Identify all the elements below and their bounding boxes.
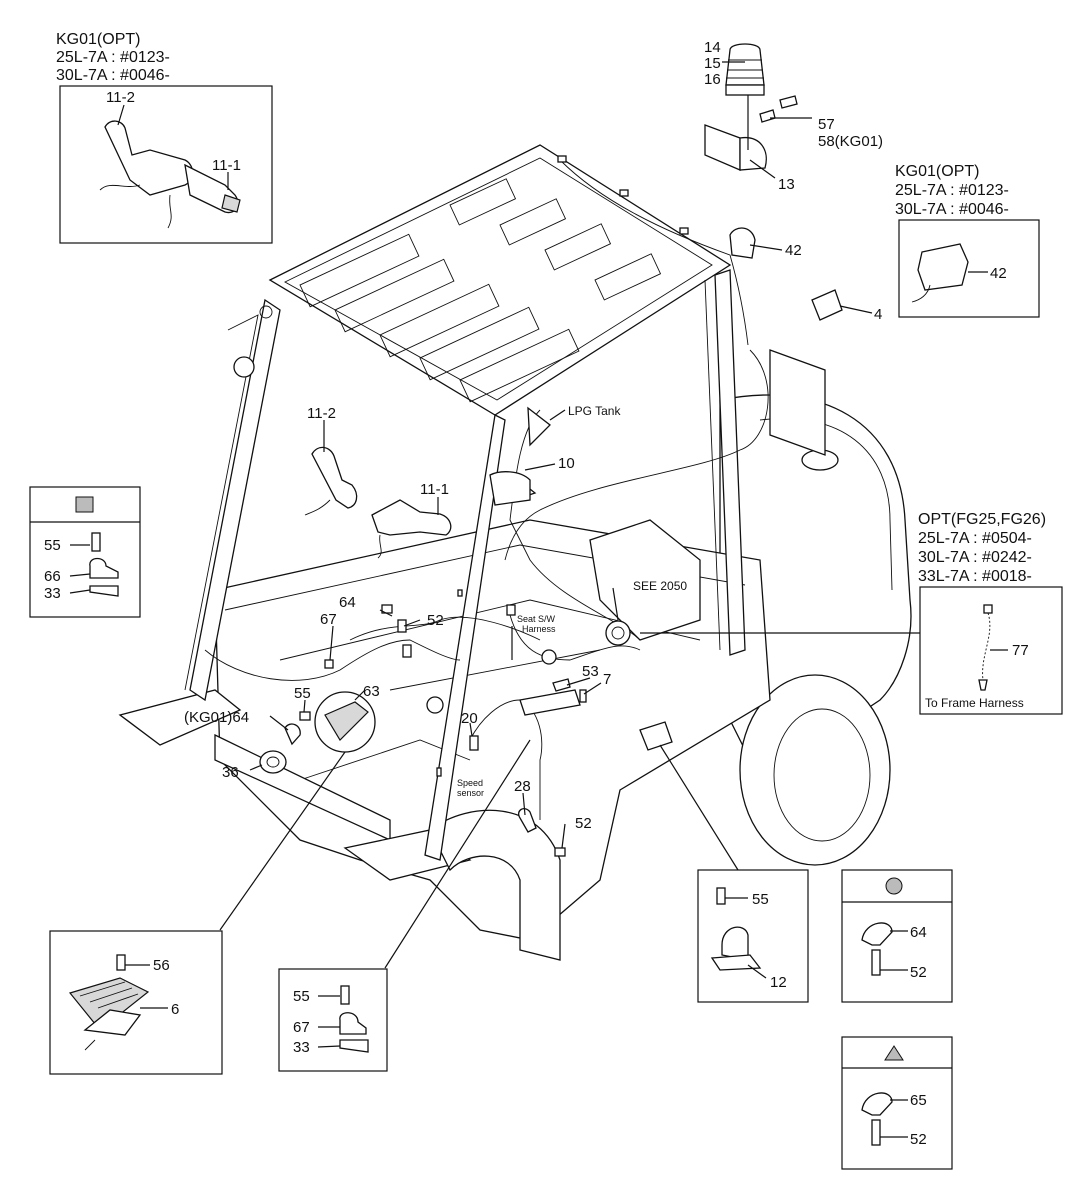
- inset-opt-fg: OPT(FG25,FG26) 25L-7A : #0504- 30L-7A : …: [918, 511, 1063, 715]
- see-2050-label: SEE 2050: [633, 579, 687, 593]
- callout-13: 13: [778, 176, 795, 193]
- inset-bracket-callout-12: 12: [770, 974, 787, 991]
- inset-fg-note: To Frame Harness: [925, 696, 1024, 710]
- inset-pedal-callout-56: 56: [153, 957, 170, 974]
- inset-tl-header-2: 25L-7A : #0123-: [56, 49, 170, 66]
- callout-4: 4: [874, 306, 882, 323]
- callout-14: 14: [704, 39, 721, 56]
- callout-11-2-main: 11-2: [307, 405, 336, 422]
- callout-42: 42: [785, 242, 802, 259]
- callout-64-main: 64: [339, 594, 356, 611]
- callout-55-main: 55: [294, 685, 311, 702]
- callout-67-main: 67: [320, 611, 337, 628]
- inset-circle-callout-52: 52: [910, 964, 927, 981]
- callout-52-lower: 52: [575, 815, 592, 832]
- callout-20: 20: [461, 710, 478, 727]
- callout-63: 63: [363, 683, 380, 700]
- callout-kg01-64: (KG01)64: [184, 709, 249, 726]
- inset-triangle-callout-65: 65: [910, 1092, 927, 1109]
- inset-ls-callout-66: 66: [44, 568, 61, 585]
- callout-10: 10: [558, 455, 575, 472]
- inset-right-triangle: 65 52: [841, 1036, 953, 1170]
- forklift-drawing: [118, 43, 912, 961]
- inset-tr-header-1: KG01(OPT): [895, 163, 979, 180]
- callout-7: 7: [603, 671, 611, 688]
- inset-ls-callout-55: 55: [44, 537, 61, 554]
- inset-tl-header-1: KG01(OPT): [56, 31, 140, 48]
- callout-53: 53: [582, 663, 599, 680]
- inset-triangle-callout-52: 52: [910, 1131, 927, 1148]
- inset-top-left: KG01(OPT) 25L-7A : #0123- 30L-7A : #0046…: [56, 31, 273, 244]
- inset-tr-header-2: 25L-7A : #0123-: [895, 182, 1009, 199]
- callout-28: 28: [514, 778, 531, 795]
- inset-tl-callout-11-1: 11-1: [212, 157, 241, 174]
- square-symbol: [75, 496, 94, 513]
- inset-fg-header-1: OPT(FG25,FG26): [918, 511, 1046, 528]
- harness-label: Harness: [522, 624, 556, 634]
- inset-pedal-box: [49, 930, 223, 1075]
- inset-ls-callout-33: 33: [44, 585, 61, 602]
- inset-pedal-callout-6: 6: [171, 1001, 179, 1018]
- inset-bottom-clamp: 55 67 33: [278, 968, 388, 1072]
- inset-clamp-callout-67: 67: [293, 1019, 310, 1036]
- inset-clamp-callout-33: 33: [293, 1039, 310, 1056]
- lpg-tank-label: LPG Tank: [568, 404, 621, 418]
- inset-tr-header-3: 30L-7A : #0046-: [895, 201, 1009, 218]
- inset-bottom-pedal: 56 6: [49, 930, 223, 1075]
- callout-58: 58(KG01): [818, 133, 883, 150]
- callout-11-1-main: 11-1: [420, 481, 449, 498]
- main-labels: 14 15 16 57 58(KG01) 13 42 4 LPG Tank 10…: [184, 39, 883, 832]
- inset-bracket-callout-55: 55: [752, 891, 769, 908]
- inset-clamp-box: [278, 968, 388, 1072]
- inset-tl-header-3: 30L-7A : #0046-: [56, 67, 170, 84]
- inset-clamp-callout-55: 55: [293, 988, 310, 1005]
- speed-label: Speed: [457, 778, 483, 788]
- inset-bottom-bracket: 55 12: [697, 869, 809, 1003]
- callout-15: 15: [704, 55, 721, 72]
- triangle-symbol: [884, 1045, 904, 1061]
- inset-tl-callout-11-2: 11-2: [106, 89, 135, 106]
- callout-16: 16: [704, 71, 721, 88]
- callout-52-main: 52: [427, 612, 444, 629]
- inset-bracket-box: [697, 869, 809, 1003]
- inset-fg-header-3: 30L-7A : #0242-: [918, 549, 1032, 566]
- seat-sw-label: Seat S/W: [517, 614, 556, 624]
- inset-fg-header-2: 25L-7A : #0504-: [918, 530, 1032, 547]
- leader-lines: [219, 61, 920, 969]
- inset-left-square: 55 66 33: [29, 486, 141, 618]
- inset-tr-callout-42: 42: [990, 265, 1007, 282]
- callout-57: 57: [818, 116, 835, 133]
- callout-36: 36: [222, 764, 239, 781]
- inset-fg-callout-77: 77: [1012, 642, 1029, 659]
- inset-right-circle: 64 52: [841, 869, 953, 1003]
- sensor-label: sensor: [457, 788, 484, 798]
- circle-symbol: [885, 877, 903, 895]
- inset-fg-header-4: 33L-7A : #0018-: [918, 568, 1032, 585]
- inset-top-right: KG01(OPT) 25L-7A : #0123- 30L-7A : #0046…: [895, 163, 1040, 318]
- inset-circle-callout-64: 64: [910, 924, 927, 941]
